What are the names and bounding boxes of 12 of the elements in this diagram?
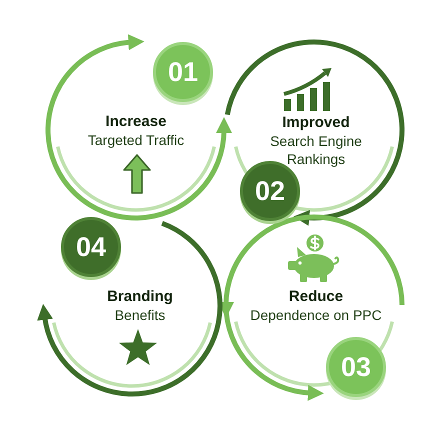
step-title: Branding [107, 288, 173, 306]
step-description: Targeted Traffic [88, 131, 184, 149]
step-title: Improved [282, 114, 350, 132]
step-number: 02 [254, 178, 286, 204]
step-title: Reduce [288, 288, 344, 306]
step-description: Dependence on PPC [250, 306, 382, 324]
step-title: Increase [106, 113, 166, 131]
step-number: 03 [340, 354, 372, 380]
step-number: 01 [168, 58, 198, 86]
step-description: Benefits [114, 306, 166, 324]
step-description: Search Engine Rankings [269, 132, 363, 168]
step-number: 04 [76, 234, 106, 260]
